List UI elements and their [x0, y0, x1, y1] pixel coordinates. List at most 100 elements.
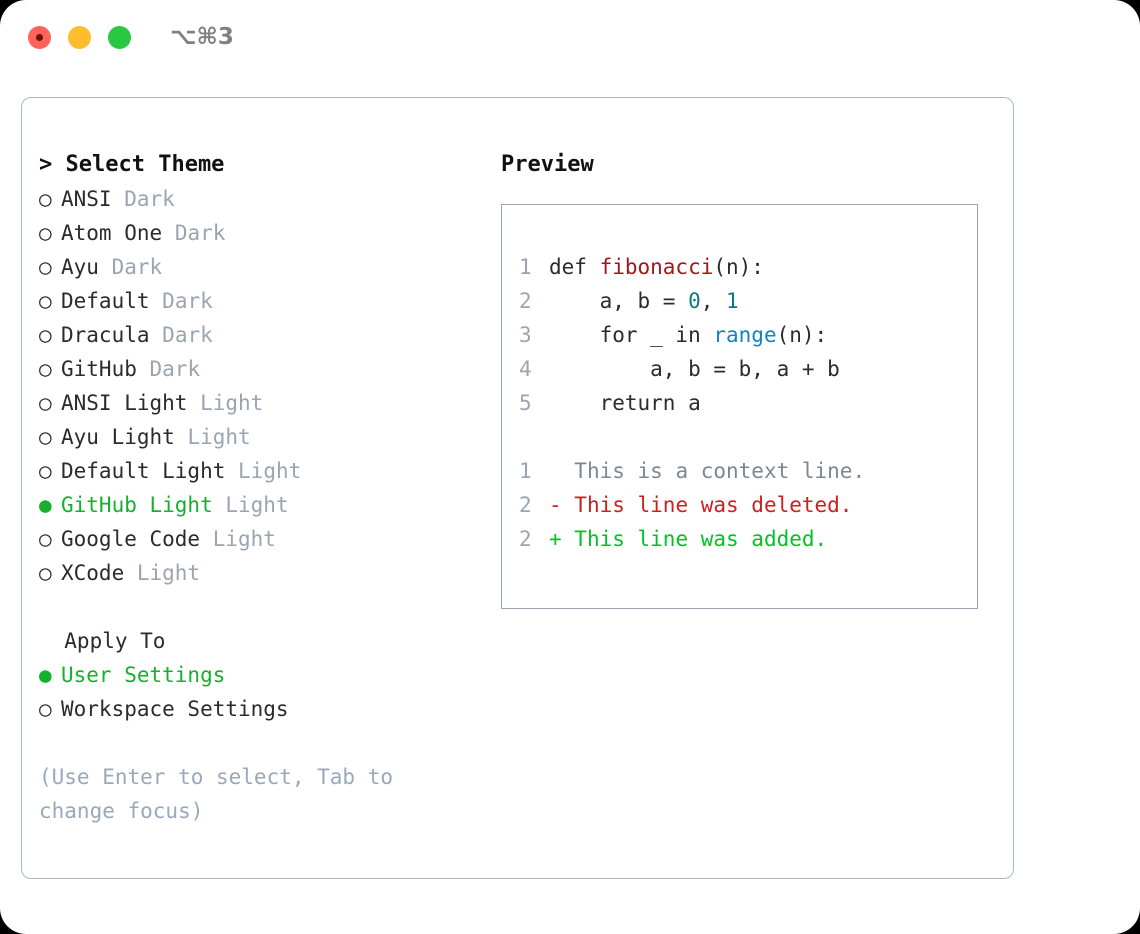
theme-list: ○ANSI Dark○Atom One Dark○Ayu Dark○Defaul… [39, 182, 479, 590]
theme-variant-badge: Dark [149, 357, 201, 381]
theme-variant-badge: Light [187, 425, 251, 449]
line-number: 2 [519, 527, 532, 551]
code-line: 1 def fibonacci(n): [519, 250, 971, 284]
code-token: fibonacci [599, 255, 714, 279]
theme-list-item[interactable]: ○ Default Dark [39, 284, 479, 318]
keyboard-hint: (Use Enter to select, Tab to change focu… [39, 765, 394, 823]
title-bar: ⌥⌘3 [0, 0, 1140, 78]
spacer [175, 425, 188, 449]
code-token: a, b = b, a + b [549, 357, 840, 381]
radio-unselected-icon: ○ [39, 289, 52, 313]
line-number: 4 [519, 357, 532, 381]
theme-name: Default Light [61, 459, 226, 483]
radio-unselected-icon: ○ [39, 323, 52, 347]
theme-variant-badge: Light [136, 561, 201, 585]
code-token: (n): [776, 323, 828, 347]
spacer [200, 527, 213, 551]
theme-variant-badge: Dark [111, 255, 163, 279]
diff-marker: + [549, 527, 562, 551]
line-number: 3 [519, 323, 532, 347]
radio-unselected-icon: ○ [39, 697, 52, 721]
theme-name: Default [61, 289, 150, 313]
apply-to-list: ● User Settings ○ Workspace Settings [39, 658, 479, 726]
theme-list-item[interactable]: ○Default Light Light [39, 454, 479, 488]
theme-name: ANSI [61, 187, 112, 211]
theme-name: Ayu Light [61, 425, 175, 449]
theme-name: ANSI Light [61, 391, 188, 415]
line-number: 2 [519, 289, 532, 313]
spacer [112, 187, 125, 211]
apply-to-item[interactable]: ○ Workspace Settings [39, 692, 479, 726]
code-line: 2 a, b = 0, 1 [519, 284, 971, 318]
radio-unselected-icon: ○ [39, 425, 52, 449]
theme-list-item[interactable]: ○ ANSI Dark [39, 182, 479, 216]
theme-variant-badge: Light [212, 527, 276, 551]
spacer [150, 289, 163, 313]
theme-name: XCode [61, 561, 125, 585]
spacer [99, 255, 112, 279]
radio-selected-icon: ● [39, 663, 52, 687]
radio-unselected-icon: ○ [39, 527, 52, 551]
maximize-button[interactable] [108, 26, 131, 49]
apply-to-label: User Settings [61, 663, 226, 687]
code-token: (n): [713, 255, 764, 279]
diff-text: This line was deleted. [561, 493, 853, 517]
theme-variant-badge: Dark [174, 221, 226, 245]
theme-list-item[interactable]: ○ Ayu Dark [39, 250, 479, 284]
line-number: 1 [519, 255, 532, 279]
code-line: 5 return a [519, 386, 971, 420]
line-number: 5 [519, 391, 532, 415]
theme-name: Atom One [61, 221, 163, 245]
apply-to-item[interactable]: ● User Settings [39, 658, 479, 692]
radio-unselected-icon: ○ [39, 221, 52, 245]
diff-text: This is a context line. [561, 459, 866, 483]
diff-line: 2 + This line was added. [519, 522, 971, 556]
minimize-button[interactable] [68, 26, 91, 49]
theme-name: GitHub Light [61, 493, 213, 517]
radio-unselected-icon: ○ [39, 391, 52, 415]
code-line: 3 for _ in range(n): [519, 318, 971, 352]
radio-selected-icon: ● [39, 493, 52, 517]
diff-line: 2- This line was deleted. [519, 488, 971, 522]
theme-variant-badge: Dark [162, 289, 213, 313]
theme-list-item[interactable]: ○ GitHub Dark [39, 352, 479, 386]
radio-unselected-icon: ○ [39, 255, 52, 279]
theme-list-item[interactable]: ○ Atom One Dark [39, 216, 479, 250]
spacer [225, 459, 238, 483]
spacer [150, 323, 163, 347]
apply-to-label: Workspace Settings [61, 697, 289, 721]
radio-unselected-icon: ○ [39, 357, 52, 381]
theme-name: GitHub [61, 357, 137, 381]
window-title: ⌥⌘3 [170, 24, 234, 50]
diff-marker: - [549, 493, 562, 517]
radio-unselected-icon: ○ [39, 187, 52, 211]
select-theme-header: > Select Theme [39, 152, 225, 177]
theme-variant-badge: Light [200, 391, 264, 415]
theme-list-item[interactable]: ○ Ayu Light Light [39, 420, 479, 454]
code-token: return a [549, 391, 701, 415]
diff-text: This line was added. [561, 527, 828, 551]
spacer [187, 391, 200, 415]
theme-list-item[interactable]: ○XCode Light [39, 556, 479, 590]
theme-variant-badge: Dark [124, 187, 175, 211]
code-token: range [713, 323, 777, 347]
code-token: 0 [688, 289, 701, 313]
main-panel: > Select Theme ○ANSI Dark○Atom One Dark○… [21, 97, 1014, 879]
theme-name: Ayu [61, 255, 99, 279]
theme-list-item[interactable]: ○Dracula Dark [39, 318, 479, 352]
theme-list-item[interactable]: ● GitHub Light Light [39, 488, 479, 522]
theme-list-item[interactable]: ○ Google Code Light [39, 522, 479, 556]
code-token: a, b = [549, 289, 689, 313]
diff-marker [549, 459, 562, 483]
code-token: def [549, 255, 600, 279]
theme-list-item[interactable]: ○ ANSI Light Light [39, 386, 479, 420]
code-token: , [700, 289, 727, 313]
spacer [162, 221, 175, 245]
theme-name: Google Code [61, 527, 201, 551]
theme-variant-badge: Light [225, 493, 289, 517]
theme-variant-badge: Dark [162, 323, 213, 347]
theme-variant-badge: Light [238, 459, 302, 483]
